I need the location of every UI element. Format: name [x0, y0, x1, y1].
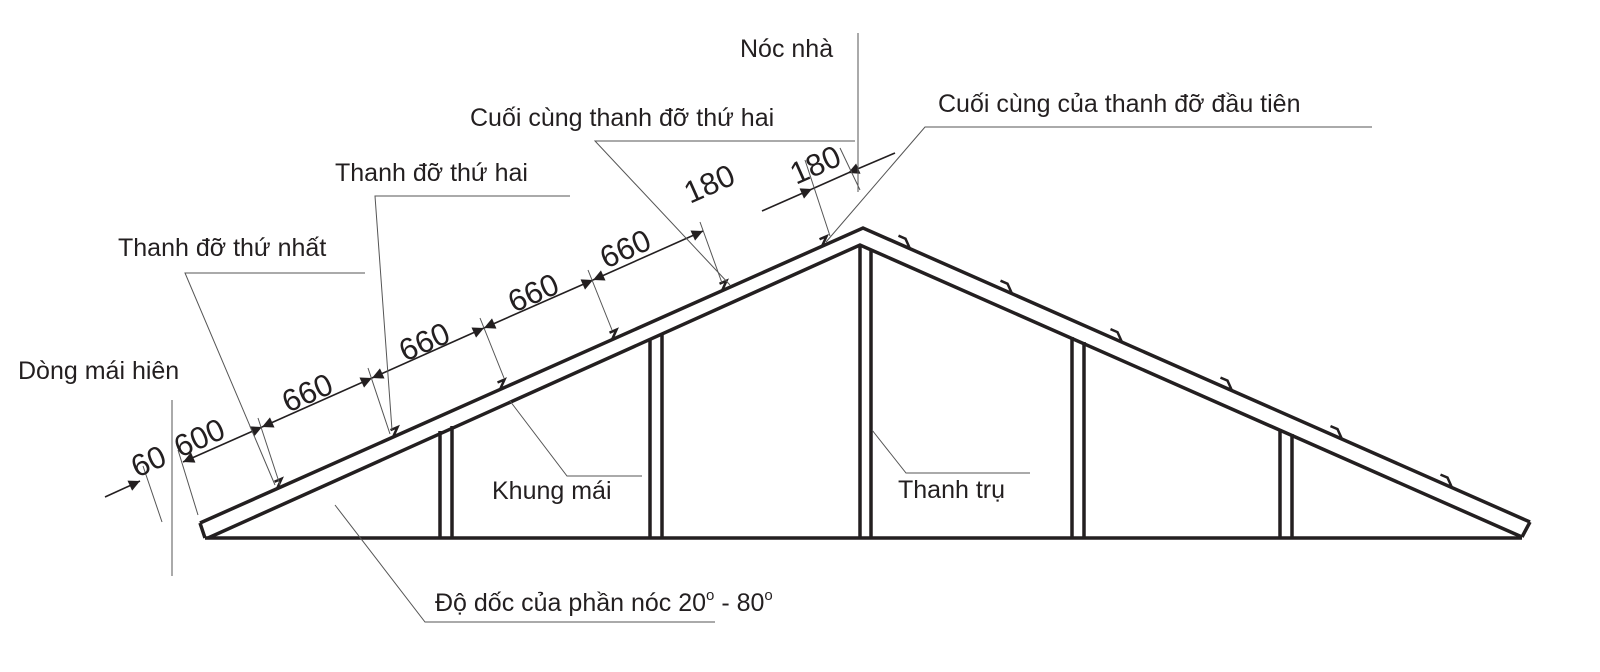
dim-660: 660: [277, 366, 338, 419]
post: [1278, 429, 1294, 538]
label-post: Thanh trụ: [898, 476, 1005, 504]
leader-roof-frame: [509, 400, 642, 477]
label-ridge: Nóc nhà: [740, 35, 833, 63]
slope-text-mid: - 80: [714, 589, 764, 617]
label-eave-line: Dòng mái hiên: [18, 357, 179, 385]
label-slope: Độ dốc của phần nóc 20o - 80o: [435, 587, 773, 617]
label-end-second-purlin: Cuối cùng thanh đỡ thứ hai: [470, 104, 774, 132]
dim-180: 180: [785, 138, 846, 191]
degree-sign: o: [706, 587, 714, 604]
purlin-bracket: [1219, 376, 1234, 392]
dim-660: 660: [503, 266, 564, 319]
leader-post: [871, 429, 1030, 474]
label-roof-frame: Khung mái: [492, 477, 612, 505]
purlin-bracket: [1439, 473, 1454, 489]
extension-lines: [142, 147, 861, 523]
left-eave-end: [198, 522, 207, 539]
dim-660: 660: [595, 222, 656, 275]
posts: [438, 245, 1294, 538]
callouts: Nóc nhà Cuối cùng của thanh đỡ đầu tiên …: [18, 33, 1372, 623]
label-second-purlin: Thanh đỡ thứ hai: [335, 159, 528, 187]
post: [1070, 337, 1086, 538]
dimension-texts: 60 600 660 660 660 660 180 180: [126, 138, 846, 484]
post: [858, 245, 873, 538]
leader-slope: [334, 504, 715, 623]
dim-180: 180: [679, 157, 740, 210]
purlin-bracket: [274, 476, 284, 490]
label-end-first-purlin: Cuối cùng của thanh đỡ đầu tiên: [938, 90, 1301, 118]
roof-outer-line: [199, 226, 1531, 525]
dimension-line-660-4: [592, 230, 704, 281]
slope-text: Độ dốc của phần nóc 20: [435, 589, 706, 617]
roof-inner-line: [207, 243, 1523, 540]
leader-second-purlin: [374, 195, 570, 431]
right-eave-end: [1520, 521, 1532, 538]
dimension-lines: [104, 147, 896, 523]
purlin-bracket: [1109, 328, 1124, 343]
leader-first-purlin: [184, 272, 365, 486]
purlin-bracket: [1329, 424, 1344, 440]
roof-truss: [198, 226, 1532, 540]
purlin-bracket: [999, 279, 1014, 295]
dimension-line-660-3: [483, 279, 594, 329]
dimension-line-180-a: [761, 188, 813, 212]
dimension-line-660-1: [261, 377, 373, 428]
purlin-bracket: [497, 377, 507, 391]
dimension-line-main: [104, 480, 141, 498]
dimension-line-660-2: [371, 327, 485, 379]
leader-end-second-purlin: [593, 140, 855, 286]
degree-sign: o: [764, 587, 772, 604]
dim-60: 60: [126, 438, 172, 484]
leader-end-first-purlin: [825, 126, 1372, 243]
purlin-bracket: [819, 233, 829, 247]
post: [648, 334, 664, 538]
dimension-line-600: [182, 426, 263, 463]
purlins: [274, 233, 1454, 490]
dimension-line-180-c: [847, 152, 896, 174]
purlin-bracket: [897, 234, 912, 250]
dim-660: 660: [394, 315, 455, 368]
dimension-line-180-b: [811, 172, 849, 190]
dim-600: 600: [169, 411, 230, 464]
post: [438, 426, 454, 538]
purlin-bracket: [609, 327, 619, 341]
label-first-purlin: Thanh đỡ thứ nhất: [118, 234, 326, 262]
purlin-bracket: [390, 424, 400, 438]
